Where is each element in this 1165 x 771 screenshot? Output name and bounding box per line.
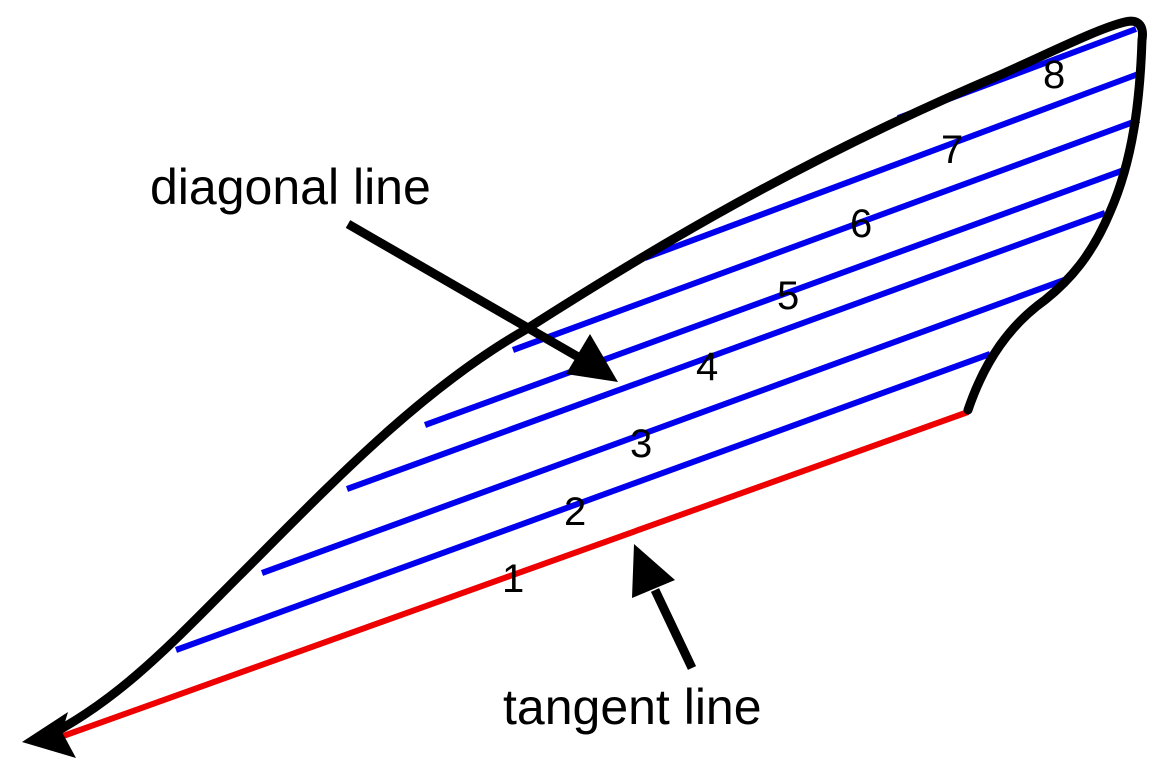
- tangent-pointer-arrow: [632, 544, 697, 670]
- band-number-5: 5: [777, 274, 799, 318]
- band-number-2: 2: [564, 490, 586, 534]
- band-number-4: 4: [696, 345, 718, 389]
- diagonal-lines: [174, 26, 1143, 653]
- diagonal-line-label: diagonal line: [150, 159, 431, 215]
- tangent-line-label: tangent line: [503, 679, 762, 735]
- band-number-8: 8: [1043, 53, 1065, 97]
- tangent-line: [50, 409, 970, 743]
- diagonal-line-1: [174, 351, 992, 653]
- diagonal-line-6: [643, 70, 1143, 261]
- band-numbers: 1 2 3 4 5 6 7 8: [502, 53, 1065, 601]
- diagonal-pointer-arrow: [345, 220, 618, 382]
- diagonal-line-4: [423, 167, 1126, 428]
- band-number-6: 6: [850, 202, 872, 246]
- band-number-7: 7: [941, 128, 963, 172]
- diagonal-line-2: [260, 276, 1069, 576]
- band-number-1: 1: [502, 557, 524, 601]
- band-number-3: 3: [630, 422, 652, 466]
- diagonal-line-3: [345, 210, 1107, 492]
- wing-outline: [39, 16, 1147, 743]
- diagonal-line-5: [511, 117, 1141, 353]
- outline-tip-arrowhead-icon: [22, 712, 76, 758]
